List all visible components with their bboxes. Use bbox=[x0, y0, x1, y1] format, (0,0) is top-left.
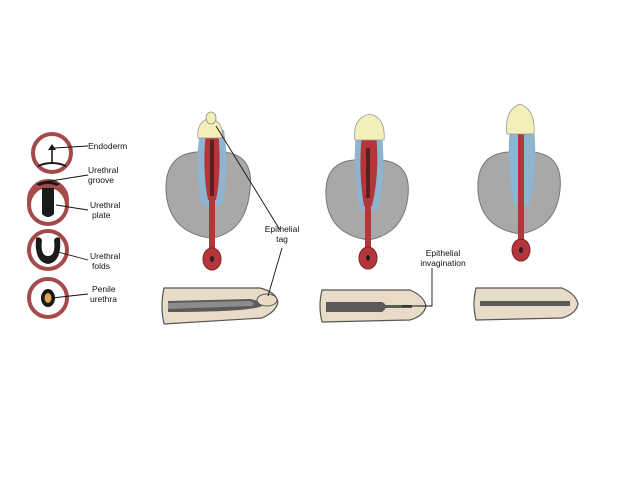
stage-3-ventral-view bbox=[477, 103, 561, 262]
label-epithelial-invagination-1: Epithelial bbox=[426, 248, 461, 258]
cross-section-endoderm bbox=[31, 132, 73, 174]
stage-1-lateral-view bbox=[161, 287, 279, 325]
label-urethral-groove-2: groove bbox=[88, 175, 114, 185]
label-epithelial-tag-2: tag bbox=[276, 234, 288, 244]
stage-2-lateral-view bbox=[319, 289, 427, 323]
cross-section-penile-urethra bbox=[27, 277, 69, 319]
label-urethral-folds-1: Urethral bbox=[90, 251, 120, 261]
stage-pointers bbox=[215, 125, 433, 307]
label-endoderm: Endoderm bbox=[88, 141, 127, 151]
label-penile-urethra-1: Penile bbox=[92, 284, 116, 294]
stage-3-lateral-view bbox=[473, 287, 579, 321]
label-urethral-plate-1: Urethral bbox=[90, 200, 120, 210]
cross-section-urethral-folds bbox=[27, 229, 69, 271]
label-urethral-groove-1: Urethral bbox=[88, 165, 118, 175]
label-urethral-plate-2: plate bbox=[92, 210, 111, 220]
cross-section-urethral-plate bbox=[27, 184, 69, 226]
stage-2-ventral-view bbox=[325, 113, 409, 270]
left-pointers bbox=[43, 145, 89, 299]
label-urethral-folds-2: folds bbox=[92, 261, 110, 271]
stage-1-ventral-view bbox=[165, 111, 252, 271]
label-epithelial-invagination-2: invagination bbox=[420, 258, 466, 268]
label-penile-urethra-2: urethra bbox=[90, 294, 117, 304]
label-epithelial-tag-1: Epithelial bbox=[265, 224, 300, 234]
